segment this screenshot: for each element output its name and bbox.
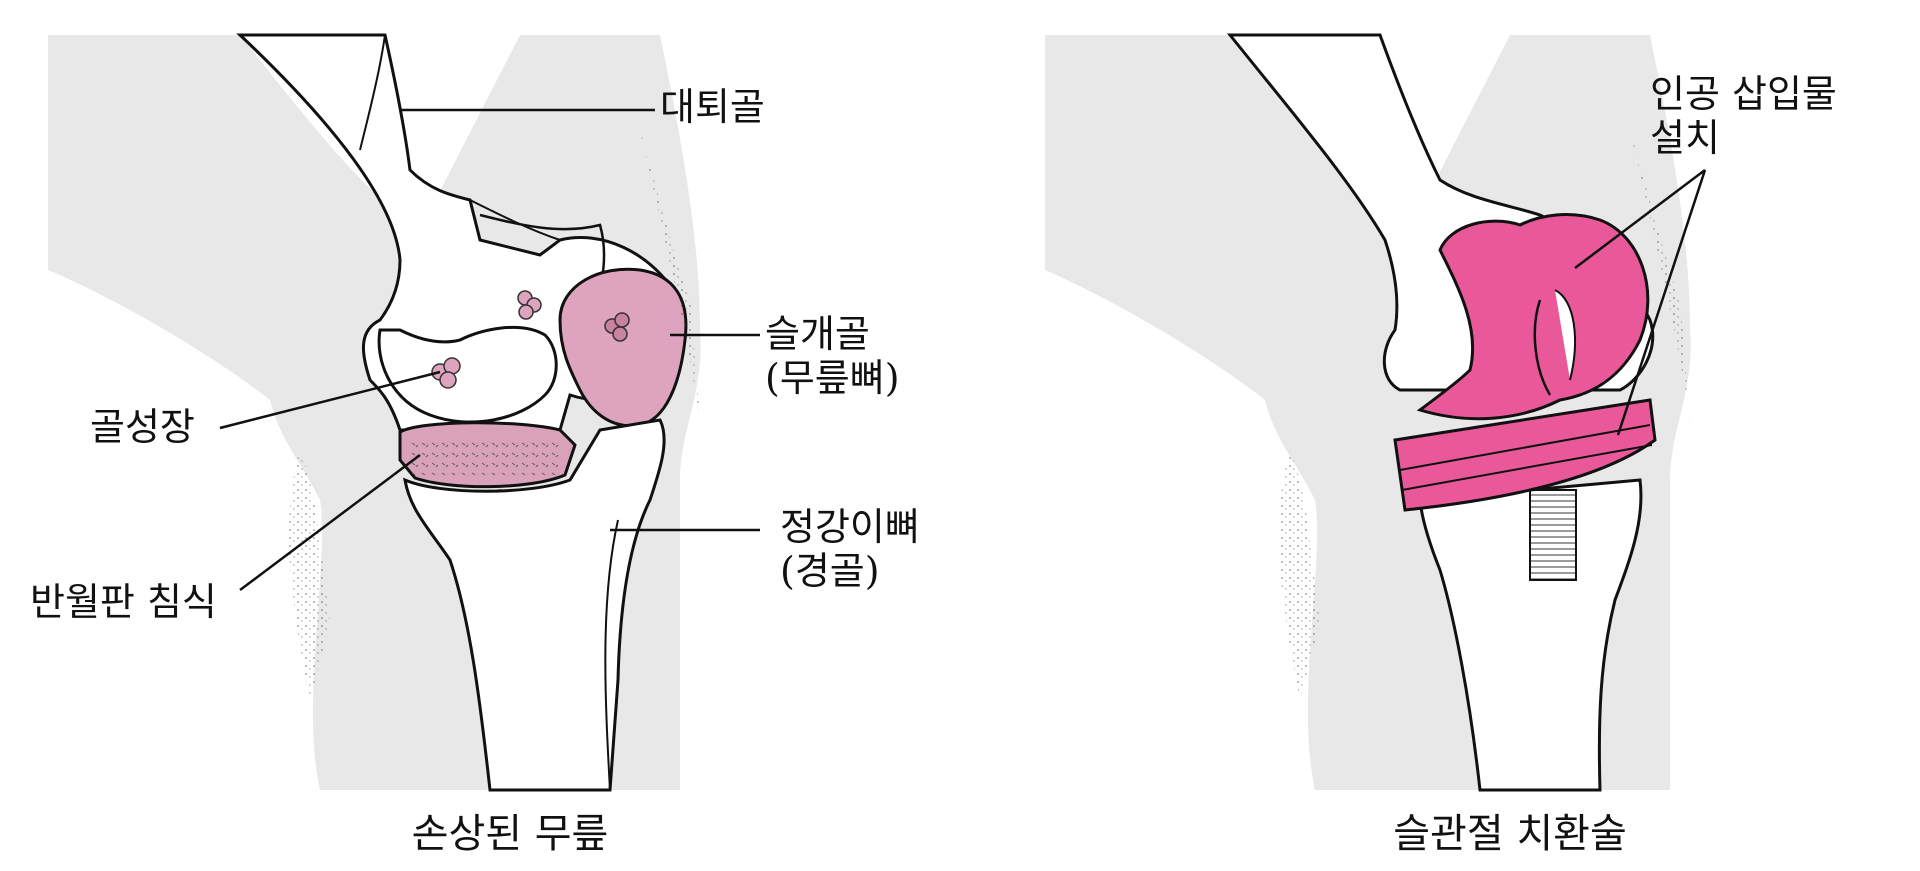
- caption-damaged-knee: 손상된 무릎: [340, 812, 680, 856]
- label-implant-install: 설치: [1650, 116, 1720, 160]
- label-implant: 인공 삽입물: [1650, 72, 1837, 116]
- label-tibia-alt: (경골): [780, 549, 880, 593]
- label-patella: 슬개골: [765, 312, 870, 356]
- caption-knee-replacement: 슬관절 치환술: [1330, 812, 1690, 856]
- right-knee-illustration: [1045, 35, 1691, 790]
- tibial-stem: [1530, 490, 1576, 580]
- label-femur: 대퇴골: [660, 85, 765, 129]
- label-patella-alt: (무릎뼈): [765, 356, 900, 400]
- label-meniscus: 반월판 침식: [30, 580, 217, 624]
- label-osteophyte: 골성장: [90, 405, 195, 449]
- label-tibia: 정강이뼈: [780, 505, 920, 549]
